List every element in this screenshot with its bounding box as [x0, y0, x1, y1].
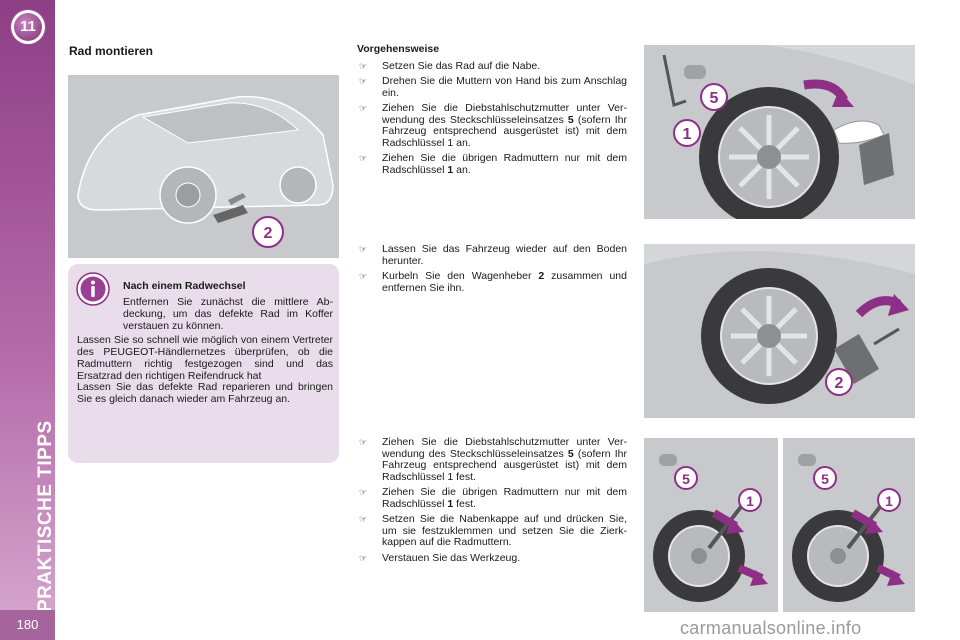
car-illustration: 2	[68, 75, 339, 258]
hand-icon: ☞	[359, 76, 368, 86]
info-heading: Nach einem Radwechsel	[123, 280, 246, 292]
section-title: Rad montieren	[69, 44, 154, 58]
fig3-callout-5: 5	[682, 471, 690, 487]
fig4-callout-1: 1	[885, 493, 893, 509]
figure-tighten-right: 5 1	[783, 438, 915, 612]
step-item: ☞Setzen Sie die Nabenkappe auf und drück…	[359, 513, 627, 548]
step-item: ☞Verstauen Sie das Werkzeug.	[359, 551, 521, 564]
step-item: ☞Ziehen Sie die Diebstahlschutzmutter un…	[359, 102, 627, 149]
info-icon	[76, 272, 110, 306]
chapter-title: PRAKTISCHE TIPPS	[35, 420, 56, 612]
info-paragraph-1: Entfernen Sie zunächst die mittlere Ab­d…	[123, 296, 333, 332]
procedure-group-1: Vorgehensweise ☞Setzen Sie das Rad auf d…	[357, 43, 627, 180]
step-item: ☞Kurbeln Sie den Wagenheber 2 zusammen u…	[359, 270, 627, 294]
chapter-badge: 11	[11, 10, 45, 44]
watermark: carmanualsonline.info	[680, 618, 862, 638]
figure-lower-jack: 2	[644, 244, 915, 418]
fig4-callout-5: 5	[821, 471, 829, 487]
info-paragraph-2: Lassen Sie so schnell wie möglich von ei…	[77, 334, 333, 382]
info-box: Nach einem Radwechsel Entfernen Sie zunä…	[68, 264, 339, 463]
step-item: ☞Ziehen Sie die übrigen Radmuttern nur m…	[359, 486, 627, 510]
hand-icon: ☞	[359, 487, 368, 497]
step-item: ☞Setzen Sie das Rad auf die Nabe.	[359, 59, 541, 72]
procedure-group-3: ☞Ziehen Sie die Diebstahlschutzmutter un…	[357, 436, 627, 568]
step-item: ☞Ziehen Sie die übrigen Radmuttern nur m…	[359, 152, 627, 176]
fig3-callout-1: 1	[746, 493, 754, 509]
info-paragraph-3: Lassen Sie das defekte Rad reparieren un…	[77, 381, 333, 405]
figure-tighten-left: 5 1	[644, 438, 778, 612]
fig2-callout-2: 2	[835, 375, 844, 392]
procedure-group-2: ☞Lassen Sie das Fahrzeug wieder auf den …	[357, 243, 627, 298]
hand-icon: ☞	[359, 60, 368, 71]
step-item: ☞Drehen Sie die Muttern von Hand bis zum…	[359, 75, 627, 99]
hand-icon: ☞	[359, 552, 368, 563]
hand-icon: ☞	[359, 271, 368, 281]
chapter-number: 11	[14, 13, 42, 41]
chapter-sidebar: 11 PRAKTISCHE TIPPS 180	[0, 0, 56, 640]
step-item: ☞Ziehen Sie die Diebstahlschutzmutter un…	[359, 436, 627, 483]
hand-icon: ☞	[359, 103, 368, 113]
hand-icon: ☞	[359, 437, 368, 447]
procedure-heading: Vorgehensweise	[357, 43, 440, 55]
hand-icon: ☞	[359, 244, 368, 254]
car-callout-label: 2	[264, 225, 273, 242]
hand-icon: ☞	[359, 514, 368, 524]
figure-tighten-by-hand: 5 1	[644, 45, 915, 219]
fig1-callout-5: 5	[710, 90, 719, 107]
step-item: ☞Lassen Sie das Fahrzeug wieder auf den …	[359, 243, 627, 267]
page-number: 180	[0, 610, 55, 640]
fig1-callout-1: 1	[683, 126, 692, 143]
hand-icon: ☞	[359, 153, 368, 163]
